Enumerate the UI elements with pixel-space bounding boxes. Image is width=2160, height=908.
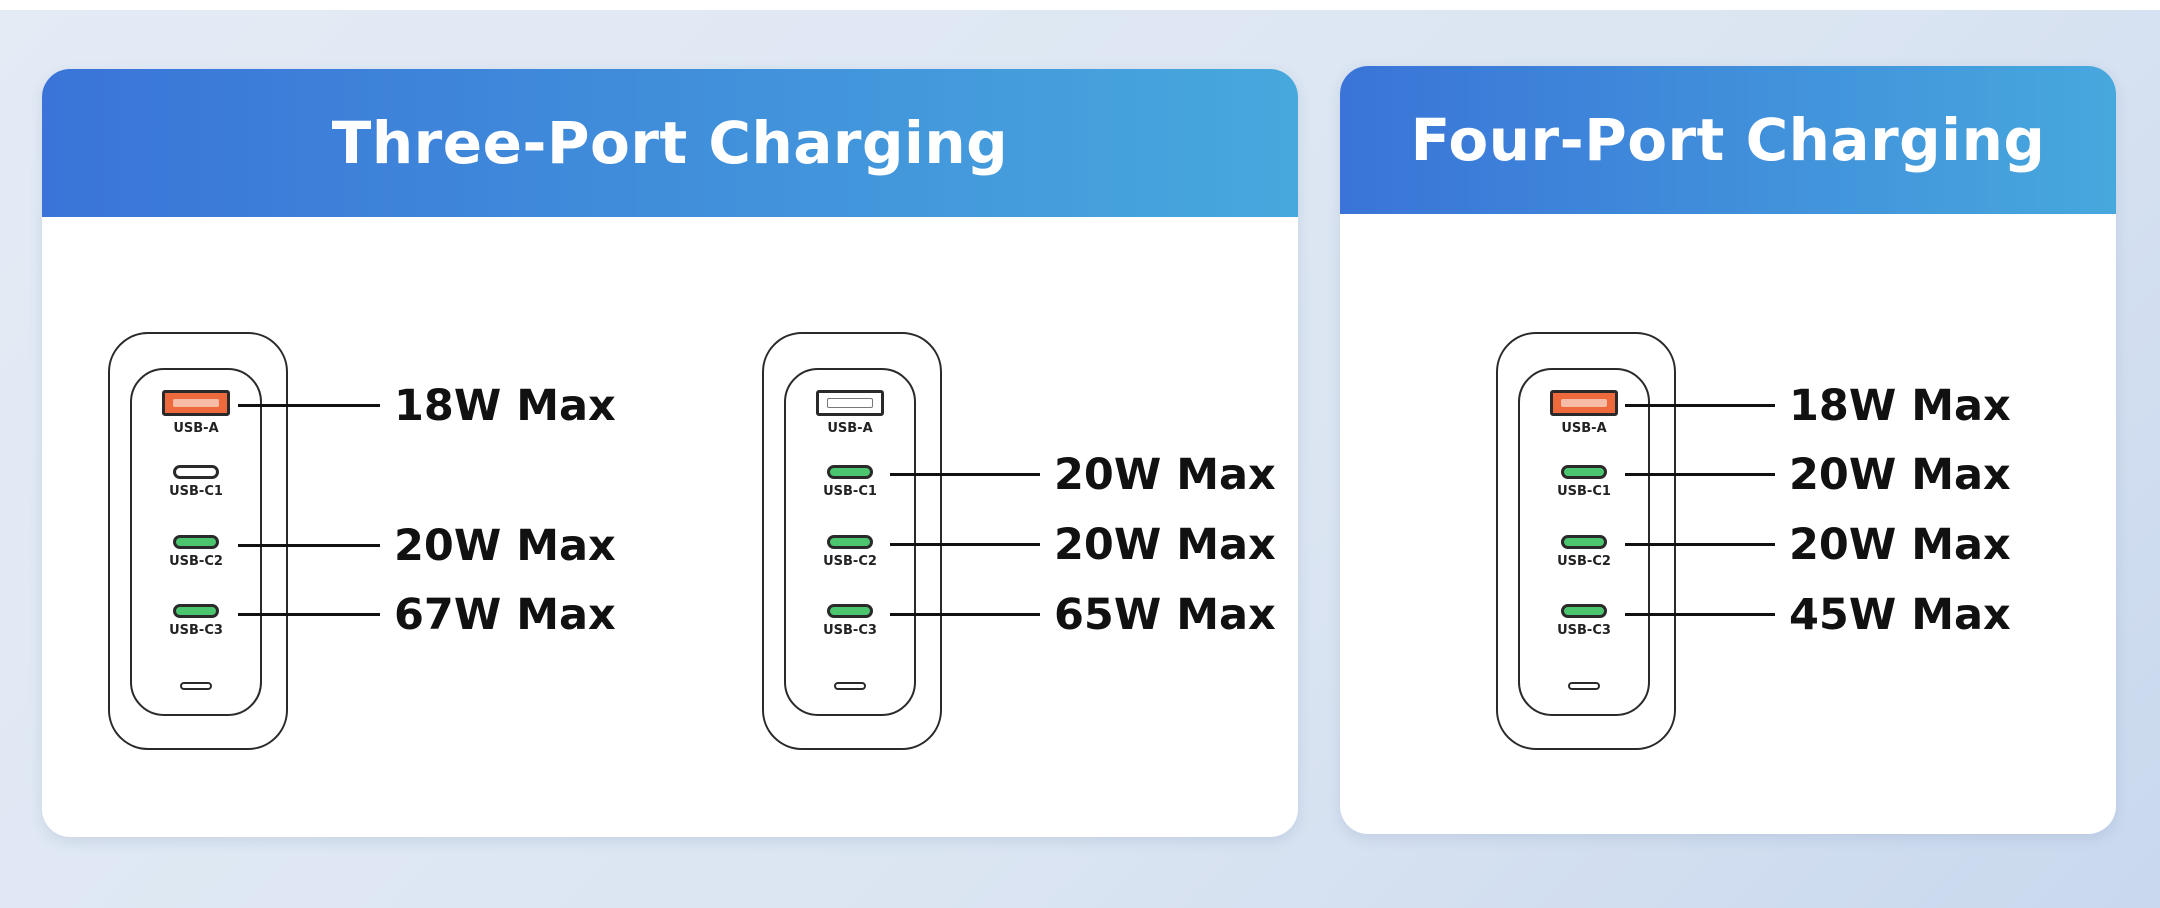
- output-row: 20W Max: [1625, 523, 2011, 566]
- output-rating: 20W Max: [1789, 449, 2011, 500]
- usb-c-icon: [827, 604, 873, 618]
- four-port-header: Four-Port Charging: [1340, 66, 2116, 214]
- indicator-light-icon: [180, 682, 212, 690]
- port-label: USB-A: [1561, 421, 1607, 436]
- usb-c2-port: USB-C2: [786, 535, 914, 569]
- output-rating: 18W Max: [1789, 380, 2011, 431]
- usb-c-icon: [173, 465, 219, 479]
- port-label: USB-C3: [1557, 623, 1611, 638]
- port-label: USB-A: [827, 421, 873, 436]
- output-rating: 20W Max: [1789, 519, 2011, 570]
- output-row: 65W Max: [890, 593, 1276, 636]
- output-row: 20W Max: [1625, 453, 2011, 496]
- usb-a-icon: [1550, 390, 1618, 416]
- charger-port-panel: USB-A USB-C1 USB-C2 USB-C3: [130, 368, 262, 716]
- leader-line: [238, 543, 380, 547]
- output-rating: 20W Max: [1054, 449, 1276, 500]
- output-row: 67W Max: [238, 593, 616, 636]
- leader-line: [890, 612, 1040, 616]
- usb-c1-port: USB-C1: [786, 465, 914, 499]
- usb-a-icon: [162, 390, 230, 416]
- leader-line: [890, 542, 1040, 546]
- output-rating: 20W Max: [394, 520, 616, 571]
- output-row: 18W Max: [1625, 384, 2011, 427]
- port-label: USB-C2: [823, 554, 877, 569]
- output-rating: 65W Max: [1054, 589, 1276, 640]
- usb-c-icon: [827, 465, 873, 479]
- output-rating: 45W Max: [1789, 589, 2011, 640]
- usb-a-port: USB-A: [132, 390, 260, 436]
- usb-c-icon: [173, 604, 219, 618]
- leader-line: [1625, 472, 1775, 476]
- usb-c-icon: [173, 535, 219, 549]
- usb-c-icon: [1561, 465, 1607, 479]
- port-label: USB-C3: [169, 623, 223, 638]
- output-row: 20W Max: [238, 524, 616, 567]
- charger-port-panel: USB-A USB-C1 USB-C2 USB-C3: [784, 368, 916, 716]
- usb-c3-port: USB-C3: [1520, 604, 1648, 638]
- leader-line: [890, 472, 1040, 476]
- leader-line: [238, 612, 380, 616]
- top-strip: [0, 0, 2160, 10]
- three-port-header: Three-Port Charging: [42, 69, 1298, 217]
- port-label: USB-C2: [1557, 554, 1611, 569]
- output-rating: 20W Max: [1054, 519, 1276, 570]
- three-port-panel: Three-Port Charging USB-A USB-C1 USB-C2 …: [42, 69, 1298, 837]
- usb-c-icon: [827, 535, 873, 549]
- output-row: 18W Max: [238, 384, 616, 427]
- port-label: USB-A: [173, 421, 219, 436]
- charger-illustration: USB-A USB-C1 USB-C2 USB-C3: [762, 332, 942, 750]
- output-row: 20W Max: [890, 453, 1276, 496]
- leader-line: [1625, 542, 1775, 546]
- port-label: USB-C1: [169, 484, 223, 499]
- leader-line: [1625, 403, 1775, 407]
- charger-illustration: USB-A USB-C1 USB-C2 USB-C3: [1496, 332, 1676, 750]
- output-rating: 67W Max: [394, 589, 616, 640]
- four-port-panel: Four-Port Charging USB-A USB-C1 USB-C2 U…: [1340, 66, 2116, 834]
- port-label: USB-C2: [169, 554, 223, 569]
- panel-title: Three-Port Charging: [331, 109, 1009, 177]
- usb-c1-port: USB-C1: [132, 465, 260, 499]
- output-row: 45W Max: [1625, 593, 2011, 636]
- usb-c3-port: USB-C3: [786, 604, 914, 638]
- usb-a-port: USB-A: [786, 390, 914, 436]
- charger-illustration: USB-A USB-C1 USB-C2 USB-C3: [108, 332, 288, 750]
- usb-c-icon: [1561, 535, 1607, 549]
- usb-c1-port: USB-C1: [1520, 465, 1648, 499]
- usb-c2-port: USB-C2: [132, 535, 260, 569]
- usb-a-port: USB-A: [1520, 390, 1648, 436]
- charger-port-panel: USB-A USB-C1 USB-C2 USB-C3: [1518, 368, 1650, 716]
- leader-line: [238, 403, 380, 407]
- indicator-light-icon: [834, 682, 866, 690]
- output-row: 20W Max: [890, 523, 1276, 566]
- port-label: USB-C1: [1557, 484, 1611, 499]
- panel-title: Four-Port Charging: [1410, 106, 2046, 174]
- usb-a-icon: [816, 390, 884, 416]
- indicator-light-icon: [1568, 682, 1600, 690]
- output-rating: 18W Max: [394, 380, 616, 431]
- port-label: USB-C1: [823, 484, 877, 499]
- usb-c2-port: USB-C2: [1520, 535, 1648, 569]
- port-label: USB-C3: [823, 623, 877, 638]
- usb-c3-port: USB-C3: [132, 604, 260, 638]
- usb-c-icon: [1561, 604, 1607, 618]
- leader-line: [1625, 612, 1775, 616]
